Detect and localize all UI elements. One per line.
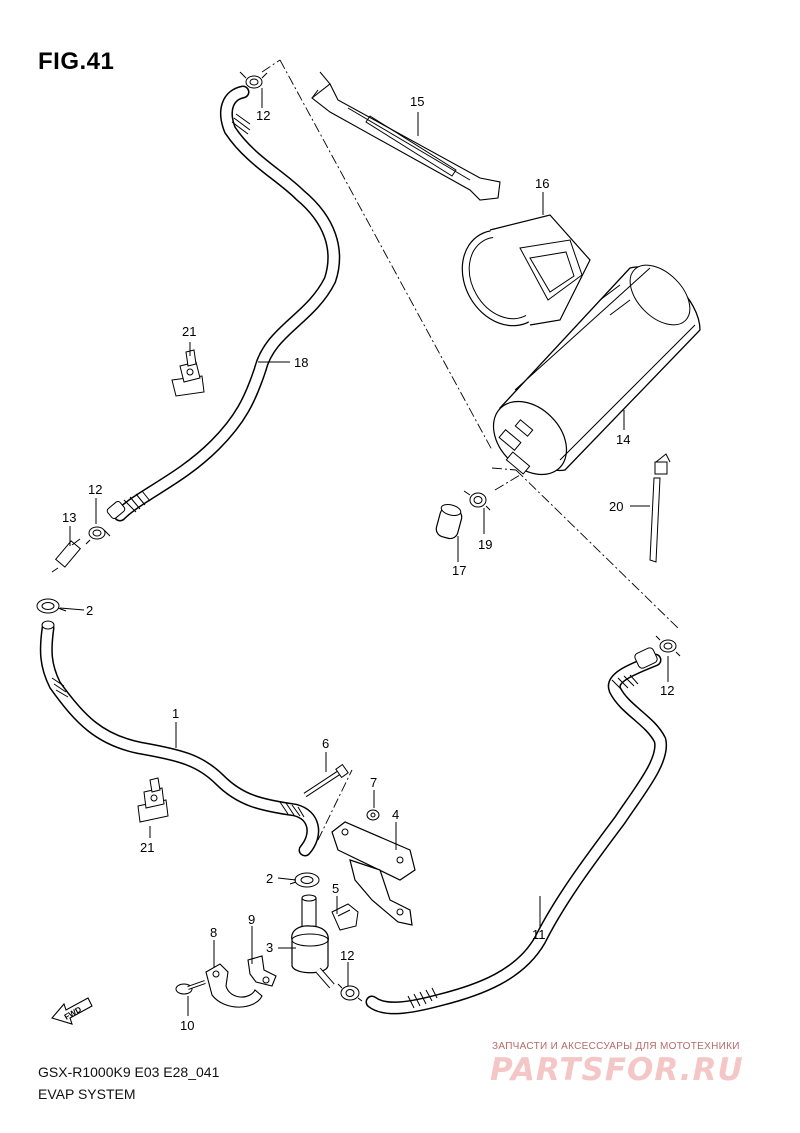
callout-2-upper: 2 bbox=[86, 603, 93, 618]
callout-12-right: 12 bbox=[660, 683, 674, 698]
callout-8: 8 bbox=[210, 925, 217, 940]
callout-5: 5 bbox=[332, 881, 339, 896]
hose-17 bbox=[435, 504, 463, 540]
bracket-8 bbox=[205, 963, 263, 1008]
callout-leaders bbox=[59, 88, 669, 1016]
callout-14: 14 bbox=[616, 432, 630, 447]
callout-2-lower: 2 bbox=[266, 871, 273, 886]
bolt-6 bbox=[303, 763, 349, 798]
bracket-9 bbox=[247, 955, 277, 987]
callout-6: 6 bbox=[322, 736, 329, 751]
clamp-19 bbox=[463, 490, 491, 511]
callout-1: 1 bbox=[172, 706, 179, 721]
clip-21-lower bbox=[137, 777, 169, 823]
clamp-12-right bbox=[655, 635, 681, 657]
callout-7: 7 bbox=[370, 775, 377, 790]
watermark-tagline: ЗАПЧАСТИ И АКСЕССУАРЫ ДЛЯ МОТОТЕХНИКИ bbox=[492, 1041, 740, 1052]
callout-4: 4 bbox=[392, 807, 399, 822]
valve-3 bbox=[291, 894, 335, 989]
callout-9: 9 bbox=[248, 912, 255, 927]
clamp-2-upper bbox=[36, 598, 67, 614]
clamp-12-top bbox=[239, 71, 268, 89]
callout-21-lower: 21 bbox=[140, 840, 154, 855]
bracket-4 bbox=[331, 821, 416, 926]
callout-12-valve: 12 bbox=[340, 948, 354, 963]
callout-21-upper: 21 bbox=[182, 324, 196, 339]
clip-5 bbox=[331, 903, 359, 931]
clip-21-upper bbox=[171, 349, 205, 397]
band-20 bbox=[649, 453, 671, 563]
hose-18 bbox=[106, 85, 341, 522]
callout-11: 11 bbox=[532, 927, 546, 942]
callout-13: 13 bbox=[62, 510, 76, 525]
fwd-arrow-icon: FWD bbox=[51, 997, 93, 1025]
dash-leader-lines bbox=[261, 59, 681, 841]
callout-labels: 12 15 16 21 18 14 12 13 20 19 17 2 12 1 … bbox=[62, 94, 674, 1033]
canister-14 bbox=[492, 264, 701, 476]
clamp-12-left bbox=[85, 526, 111, 545]
cap-16 bbox=[461, 214, 591, 327]
callout-3: 3 bbox=[266, 940, 273, 955]
clamp-12-valve bbox=[337, 983, 363, 1002]
hose-1 bbox=[39, 620, 320, 857]
clamp-2-lower bbox=[289, 872, 320, 888]
callout-17: 17 bbox=[452, 563, 466, 578]
footer-system-name: EVAP SYSTEM bbox=[38, 1086, 136, 1102]
figure-title: FIG.41 bbox=[38, 48, 115, 75]
footer-model-code: GSX-R1000K9 E03 E28_041 bbox=[38, 1064, 220, 1080]
connector-13 bbox=[51, 538, 82, 573]
callout-15: 15 bbox=[410, 94, 424, 109]
watermark-logo: PARTSFOR.RU bbox=[490, 1052, 744, 1088]
callout-18: 18 bbox=[294, 355, 308, 370]
callout-12-top: 12 bbox=[256, 108, 270, 123]
callout-10: 10 bbox=[180, 1018, 194, 1033]
screw-10 bbox=[175, 980, 206, 995]
callout-16: 16 bbox=[535, 176, 549, 191]
callout-20: 20 bbox=[609, 499, 623, 514]
washer-7 bbox=[366, 809, 380, 821]
hose-11 bbox=[365, 647, 668, 1015]
callout-12-left: 12 bbox=[88, 482, 102, 497]
callout-19: 19 bbox=[478, 537, 492, 552]
strap-15 bbox=[311, 71, 501, 201]
